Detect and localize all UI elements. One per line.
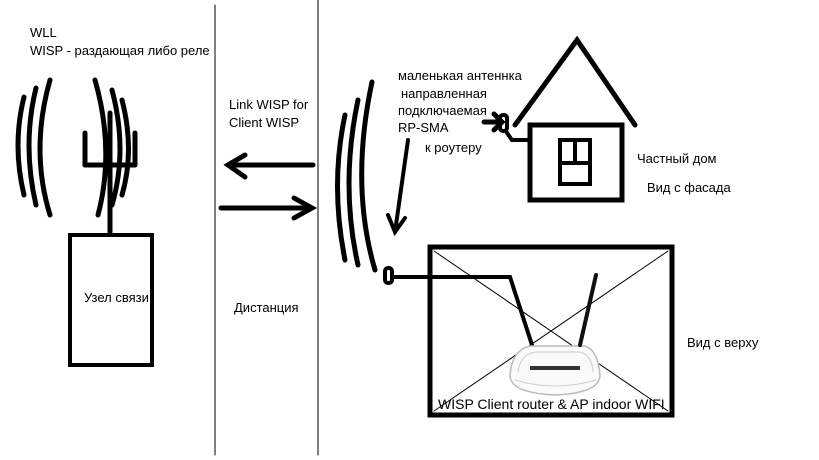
- label-router: WISP Client router & AP indoor WIFI: [438, 396, 665, 412]
- antenna-cable: [391, 275, 534, 347]
- label-node: Узел связи: [84, 290, 149, 305]
- label-distance: Дистанция: [234, 300, 299, 315]
- label-link-client: Client WISP: [229, 115, 300, 130]
- label-wisp-relay: WISP - раздающая либо реле: [30, 43, 210, 58]
- label-link: Link WISP for: [229, 97, 309, 112]
- label-antenna-5: к роутеру: [425, 140, 482, 155]
- arrow-down-icon: [386, 138, 410, 237]
- label-antenna-2: направленная: [401, 86, 487, 101]
- label-wll: WLL: [30, 25, 57, 40]
- arrow-right-icon: [218, 195, 318, 221]
- room-top-view: [427, 244, 675, 418]
- house-antenna-icon: [498, 113, 509, 133]
- label-house: Частный дом: [637, 151, 717, 166]
- arrow-left-icon: [223, 152, 316, 180]
- label-antenna-1: маленькая антеннка: [398, 68, 522, 83]
- router-icon: [509, 273, 601, 396]
- signal-waves-right-icon: [335, 79, 378, 273]
- client-antenna-icon: [383, 266, 394, 285]
- house-icon: [512, 35, 638, 203]
- signal-waves-left-icon: [15, 77, 131, 218]
- label-antenna-4: RP-SMA: [398, 120, 449, 135]
- node-box: [68, 233, 154, 367]
- label-facade: Вид с фасада: [647, 180, 731, 195]
- label-top-view: Вид с верху: [687, 335, 759, 350]
- label-antenna-3: подключаемая: [398, 103, 487, 118]
